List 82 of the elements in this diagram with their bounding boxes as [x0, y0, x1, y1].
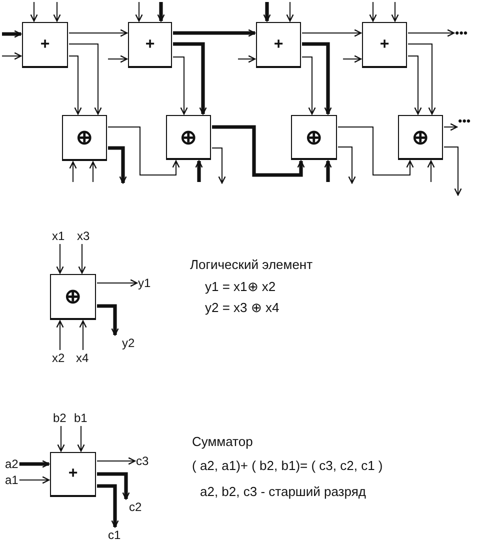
- arrow: [408, 29, 455, 37]
- arrow: [286, 2, 294, 22]
- arrow: [30, 2, 38, 22]
- arrow: [342, 55, 362, 63]
- arrow: [135, 2, 143, 22]
- signal-label: x3: [77, 229, 90, 243]
- adder-block: +: [128, 22, 172, 68]
- signal-label: y1: [138, 276, 151, 290]
- arrow: [89, 161, 97, 182]
- xor-block: ⊕: [62, 115, 107, 161]
- arrow: [96, 279, 138, 287]
- arrow: [302, 56, 316, 115]
- arrow: [56, 244, 64, 274]
- arrow: [444, 146, 462, 196]
- xor-block: ⊕: [398, 115, 443, 160]
- arrow: [68, 56, 82, 115]
- arrow: [324, 160, 332, 182]
- signal-label: x4: [76, 351, 89, 365]
- formula-text: y1 = x1⊕ x2: [205, 279, 276, 294]
- arrow: [172, 56, 188, 115]
- arrow: [68, 44, 102, 115]
- caption-text: Логический элемент: [190, 257, 313, 272]
- adder-block: +: [256, 22, 301, 68]
- arrow: [338, 126, 414, 176]
- arrow: [369, 2, 377, 22]
- adder-block: +: [50, 452, 96, 497]
- arrow: [68, 29, 128, 37]
- signal-label: c1: [108, 528, 121, 542]
- arrow: [212, 125, 305, 177]
- arrow: [19, 460, 50, 468]
- arrow: [108, 146, 127, 184]
- signal-label: b1: [74, 411, 88, 425]
- formula-text: ( a2, a1)+ ( b2, b1)= ( c3, c2, c1 ): [192, 458, 383, 473]
- arrow: [391, 2, 399, 22]
- arrow: [77, 426, 85, 452]
- arrow: [173, 42, 207, 115]
- xor-block: ⊕: [166, 115, 211, 160]
- arrow: [97, 472, 130, 500]
- signal-label: y2: [122, 336, 135, 350]
- arrow: [173, 29, 256, 37]
- arrow: [238, 55, 256, 63]
- arrow: [2, 30, 22, 38]
- arrow: [108, 55, 128, 63]
- arrow: [427, 160, 435, 182]
- formula-text: y2 = x3 ⊕ x4: [205, 300, 280, 315]
- caption-text: Сумматор: [192, 434, 253, 449]
- arrow: [302, 29, 362, 37]
- arrow: [69, 161, 77, 182]
- xor-block: ⊕: [50, 274, 96, 320]
- arrow: [78, 244, 86, 274]
- arrow: [444, 123, 458, 131]
- signal-label: x2: [52, 351, 65, 365]
- adder-block: +: [362, 22, 407, 68]
- signal-label: a1: [5, 473, 18, 487]
- arrow: [302, 42, 332, 115]
- arrow: [408, 56, 422, 115]
- signal-label: c2: [129, 500, 142, 514]
- arrow: [408, 44, 436, 115]
- arrow: [263, 2, 271, 22]
- arrow: [96, 457, 136, 465]
- signal-label: •••: [458, 114, 471, 128]
- arrow: [57, 426, 65, 452]
- arrow: [79, 320, 87, 350]
- signal-label: •••: [455, 26, 468, 40]
- arrow: [338, 146, 356, 184]
- arrow: [53, 2, 61, 22]
- arrow: [97, 304, 119, 336]
- signal-label: c3: [136, 454, 149, 468]
- note-text: a2, b2, c3 - старший разряд: [200, 484, 366, 499]
- signal-label: b2: [53, 411, 66, 425]
- arrow: [56, 320, 64, 350]
- arrow: [18, 476, 50, 484]
- arrow: [2, 52, 22, 60]
- signal-label: a2: [5, 457, 18, 471]
- xor-block: ⊕: [291, 115, 337, 160]
- arrow: [195, 160, 203, 182]
- arrow: [108, 126, 180, 176]
- adder-block: +: [22, 22, 68, 68]
- arrow: [157, 2, 165, 22]
- signal-label: x1: [52, 229, 65, 243]
- arrow: [97, 484, 119, 528]
- arrow: [212, 148, 226, 184]
